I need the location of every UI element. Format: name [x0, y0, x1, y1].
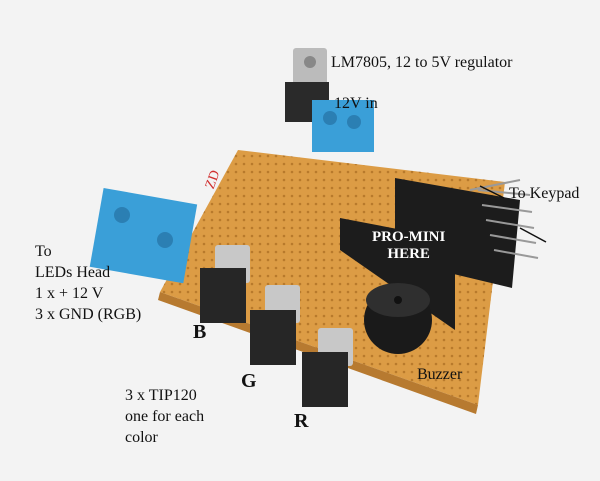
terminal-leds-head	[89, 187, 198, 284]
label-transistors: 3 x TIP120 one for each color	[125, 385, 204, 448]
label-buzzer: Buzzer	[417, 366, 463, 383]
label-channel-g: G	[241, 370, 257, 392]
label-line: To	[35, 243, 52, 260]
label-line: color	[125, 429, 158, 446]
terminal-12v-in	[312, 100, 374, 152]
label-keypad: To Keypad	[509, 185, 580, 202]
label-line: PRO-MINI	[372, 229, 446, 245]
label-12v-in: 12V in	[334, 95, 378, 112]
label-line: 3 x TIP120	[125, 387, 197, 404]
label-channel-r: R	[294, 410, 309, 432]
board-marking: ZD	[203, 168, 223, 191]
label-channel-b: B	[193, 321, 207, 343]
transistor-r	[302, 328, 353, 407]
label-regulator: LM7805, 12 to 5V regulator	[331, 54, 513, 71]
label-line: 1 x + 12 V	[35, 285, 104, 302]
buzzer	[364, 283, 432, 354]
label-line: 3 x GND (RGB)	[35, 306, 142, 323]
label-line: LEDs Head	[35, 264, 111, 281]
transistor-b	[200, 245, 250, 323]
transistor-g	[250, 285, 300, 365]
label-line: HERE	[387, 246, 430, 262]
label-line: one for each	[125, 408, 205, 425]
